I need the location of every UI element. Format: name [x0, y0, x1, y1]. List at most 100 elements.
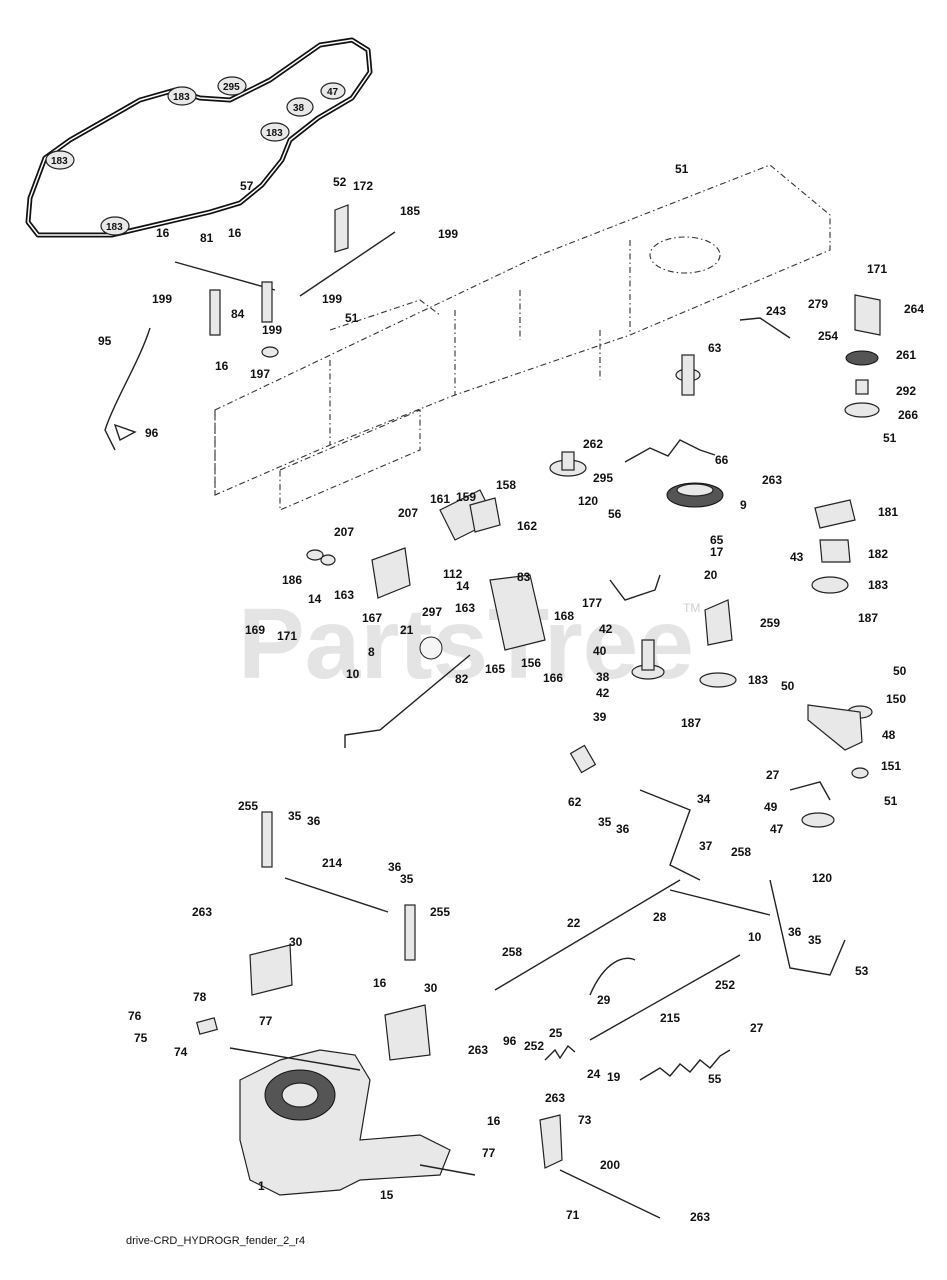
bracket-264: [854, 294, 881, 336]
lever-84: [209, 289, 221, 336]
callout-16: 16: [487, 1114, 501, 1128]
callout-161: 161: [430, 492, 450, 506]
svg-text:47: 47: [327, 87, 339, 98]
callout-96: 96: [145, 426, 159, 440]
callout-255: 255: [238, 799, 258, 813]
callout-52: 52: [333, 175, 347, 189]
callout-182: 182: [868, 547, 888, 561]
callout-50: 50: [893, 664, 907, 678]
callout-35: 35: [288, 809, 302, 823]
callout-187: 187: [681, 716, 701, 730]
callout-50: 50: [781, 679, 795, 693]
callout-171: 171: [867, 262, 887, 276]
callout-156: 156: [521, 656, 541, 670]
callout-151: 151: [881, 759, 901, 773]
drawing-id: drive-CRD_HYDROGR_fender_2_r4: [126, 1235, 305, 1247]
spacer-186-14: [306, 549, 336, 566]
callout-21: 21: [400, 623, 414, 637]
callout-56: 56: [608, 507, 622, 521]
spring-66: [624, 439, 716, 463]
callout-159: 159: [456, 490, 476, 504]
watermark-trademark: TM: [683, 601, 700, 615]
pulley-183: [811, 576, 849, 594]
lever-243: [739, 317, 791, 339]
callout-185: 185: [400, 204, 420, 218]
callout-35: 35: [808, 933, 822, 947]
watermark-text: PartsTree: [238, 588, 694, 700]
callout-22: 22: [567, 916, 581, 930]
belt-pulley-38: 38: [286, 97, 314, 117]
svg-text:38: 38: [293, 103, 305, 114]
callout-263: 263: [690, 1210, 710, 1224]
clip-96: [113, 423, 137, 442]
callout-16: 16: [228, 226, 242, 240]
callout-263: 263: [545, 1091, 565, 1105]
callout-16: 16: [215, 359, 229, 373]
callout-197: 197: [250, 367, 270, 381]
callout-34: 34: [697, 792, 711, 806]
callout-186: 186: [282, 573, 302, 587]
callout-84: 84: [231, 307, 245, 321]
callout-214: 214: [322, 856, 342, 870]
callout-263: 263: [192, 905, 212, 919]
rod-53: [769, 879, 846, 976]
callout-279: 279: [808, 297, 828, 311]
callout-10: 10: [346, 667, 360, 681]
callout-262: 262: [583, 437, 603, 451]
callout-187: 187: [858, 611, 878, 625]
bracket-259: [704, 599, 733, 646]
rod-95: [104, 327, 151, 451]
belt-pulley-47: 47: [320, 82, 346, 100]
spacer-292: [855, 379, 869, 395]
callout-30: 30: [424, 981, 438, 995]
callout-37: 37: [699, 839, 713, 853]
callout-258: 258: [731, 845, 751, 859]
callout-62: 62: [568, 795, 582, 809]
callout-83: 83: [517, 570, 531, 584]
callout-163: 163: [455, 601, 475, 615]
callout-14: 14: [456, 579, 470, 593]
callout-43: 43: [790, 550, 804, 564]
callout-96: 96: [503, 1034, 517, 1048]
callout-16: 16: [373, 976, 387, 990]
callout-51: 51: [345, 311, 359, 325]
lever-71: [559, 1169, 661, 1219]
callout-27: 27: [750, 1021, 764, 1035]
belt-pulley-183-d: 183: [100, 216, 130, 236]
callout-48: 48: [882, 728, 896, 742]
callout-261: 261: [896, 348, 916, 362]
callout-39: 39: [593, 710, 607, 724]
callout-292: 292: [896, 384, 916, 398]
bracket-182: [819, 539, 851, 563]
svg-text:183: 183: [106, 222, 123, 233]
callout-53: 53: [855, 964, 869, 978]
callout-199: 199: [262, 323, 282, 337]
belt-pulley-183-a: 183: [45, 150, 75, 170]
callout-183: 183: [748, 673, 768, 687]
callout-76: 76: [128, 1009, 142, 1023]
bushing-197: [261, 346, 279, 358]
callout-252: 252: [715, 978, 735, 992]
callout-167: 167: [362, 611, 382, 625]
pulley-38-part: [631, 639, 665, 680]
callout-252: 252: [524, 1039, 544, 1053]
callout-297: 297: [422, 605, 442, 619]
callout-295: 295: [593, 471, 613, 485]
lever-arm: [261, 281, 273, 323]
callout-158: 158: [496, 478, 516, 492]
callout-14: 14: [308, 592, 322, 606]
pulley-183-lower: [699, 672, 737, 688]
callout-81: 81: [200, 231, 214, 245]
callout-169: 169: [245, 623, 265, 637]
shaft-81: [174, 261, 276, 291]
bracket-181: [814, 499, 856, 529]
callout-51: 51: [883, 431, 897, 445]
callout-17: 17: [710, 545, 724, 559]
spring-55: [639, 1049, 731, 1081]
grip-62: [569, 744, 597, 774]
clutch-9: [666, 482, 724, 508]
bracket-48: [807, 704, 863, 751]
callout-150: 150: [886, 692, 906, 706]
callout-199: 199: [322, 292, 342, 306]
callout-215: 215: [660, 1011, 680, 1025]
